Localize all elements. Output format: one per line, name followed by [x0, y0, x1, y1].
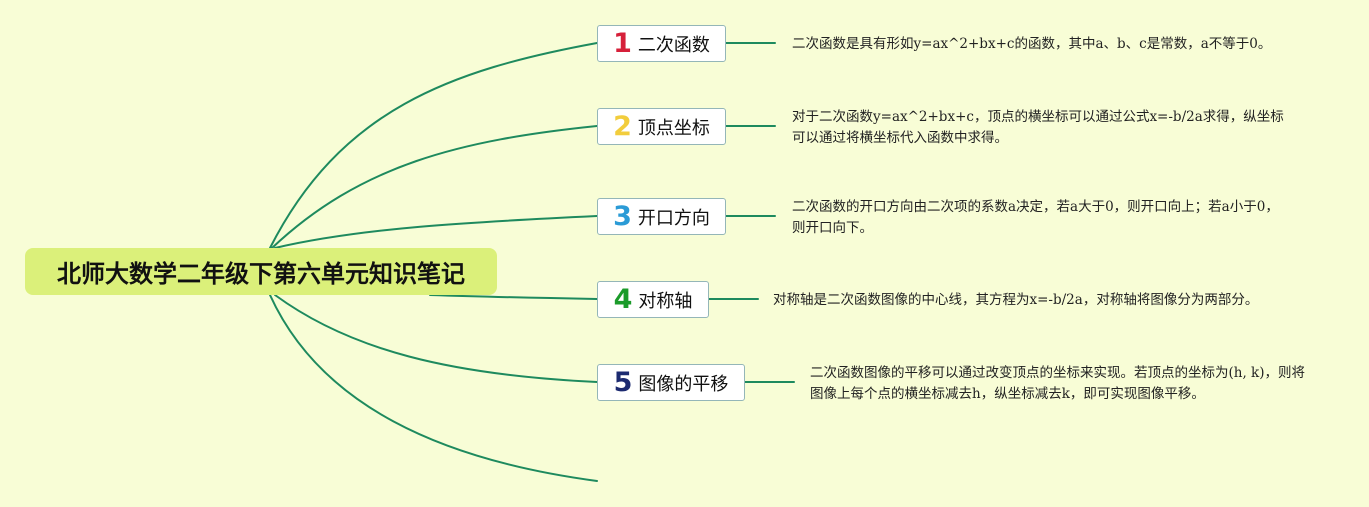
branch-curve-6	[269, 294, 598, 482]
topic-label: 开口方向	[637, 207, 710, 229]
topic-node-graph-translation[interactable]: 5 图像的平移	[597, 364, 745, 401]
topic-description: 二次函数的开口方向由二次项的系数a决定，若a大于0，则开口向上；若a小于0，则开…	[792, 199, 1279, 236]
topic-node-symmetry-axis[interactable]: 4 对称轴	[597, 281, 709, 318]
topic-number: 2	[613, 111, 632, 142]
topic-label: 二次函数	[637, 34, 710, 56]
topic-node-vertex-coordinates[interactable]: 2 顶点坐标	[597, 108, 726, 145]
topic-number: 1	[613, 28, 632, 59]
root-node[interactable]: 北师大数学二年级下第六单元知识笔记	[25, 248, 497, 295]
root-title: 北师大数学二年级下第六单元知识笔记	[57, 260, 465, 288]
topic-number: 3	[613, 201, 632, 232]
topic-description: 对于二次函数y=ax^2+bx+c，顶点的横坐标可以通过公式x=-b/2a求得，…	[792, 109, 1284, 146]
branch-curve-1	[269, 42, 598, 249]
topic-number: 4	[613, 284, 633, 315]
topic-label: 顶点坐标	[637, 117, 710, 139]
topic-node-opening-direction[interactable]: 3 开口方向	[597, 198, 726, 235]
topic-label: 图像的平移	[638, 373, 729, 395]
topic-description: 对称轴是二次函数图像的中心线，其方程为x=-b/2a，对称轴将图像分为两部分。	[773, 292, 1259, 308]
topic-description: 二次函数是具有形如y=ax^2+bx+c的函数，其中a、b、c是常数，a不等于0…	[792, 36, 1272, 52]
topic-number: 5	[613, 367, 633, 398]
branch-curve-3	[274, 215, 598, 249]
branch-curve-4	[429, 294, 598, 300]
topic-node-quadratic-function[interactable]: 1 二次函数	[597, 25, 726, 62]
branch-curve-5	[274, 294, 598, 383]
topic-label: 对称轴	[638, 290, 693, 312]
branch-curve-2	[271, 125, 598, 249]
topic-description: 二次函数图像的平移可以通过改变顶点的坐标来实现。若顶点的坐标为(h, k)，则将…	[810, 365, 1305, 402]
